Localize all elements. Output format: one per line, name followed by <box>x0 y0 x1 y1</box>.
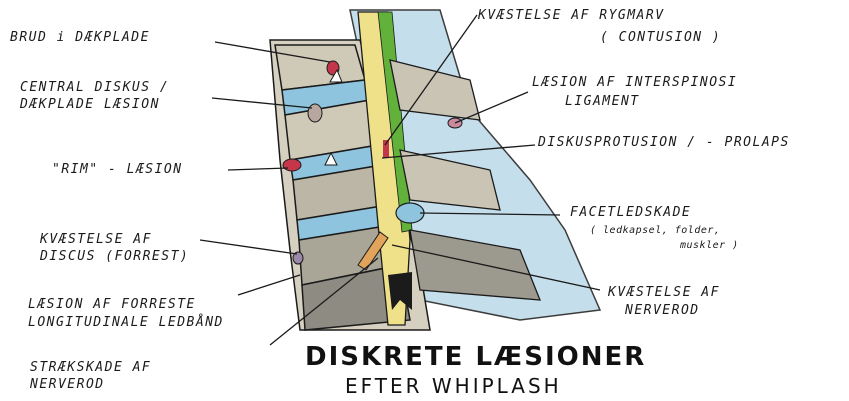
label-disc-protrusion: DISKUSPROTUSION / - PROLAPS <box>538 135 790 150</box>
label-facet-2: ( ledkapsel, folder, <box>590 223 720 238</box>
label-nerve-root-2: NERVEROD <box>625 303 700 318</box>
label-interspinous-2: LIGAMENT <box>565 94 640 109</box>
diagram-title: DISKRETE LÆSIONER <box>305 342 646 372</box>
label-cord-injury-1: KVÆSTELSE AF RYGMARV <box>478 8 665 23</box>
label-stretch-injury-1: STRÆKSKADE AF <box>30 360 151 375</box>
label-facet-1: FACETLEDSKADE <box>570 205 691 220</box>
label-cord-injury-2: ( CONTUSION ) <box>600 30 721 45</box>
label-nerve-root-1: KVÆSTELSE AF <box>608 285 720 300</box>
central-disc-lesion <box>308 104 322 122</box>
label-stretch-injury-2: NERVEROD <box>30 377 105 392</box>
label-facet-3: muskler ) <box>680 238 739 253</box>
label-central-disc-1: CENTRAL DISKUS / <box>20 80 169 95</box>
facet-joint <box>396 203 424 223</box>
label-central-disc-2: DÆKPLADE LÆSION <box>20 97 160 112</box>
label-disc-injury-1: KVÆSTELSE AF <box>40 232 152 247</box>
label-endplate-fracture: BRUD i DÆKPLADE <box>10 30 150 45</box>
label-interspinous-1: LÆSION AF INTERSPINOSI <box>532 75 737 90</box>
label-anterior-ligament-2: LONGITUDINALE LEDBÅND <box>28 315 224 330</box>
label-rim-lesion: "RIM" - LÆSION <box>52 162 183 177</box>
diagram-subtitle: EFTER WHIPLASH <box>345 374 562 398</box>
label-disc-injury-2: DISCUS (FORREST) <box>40 249 189 264</box>
label-anterior-ligament-1: LÆSION AF FORRESTE <box>28 297 196 312</box>
rim-lesion <box>283 159 301 171</box>
